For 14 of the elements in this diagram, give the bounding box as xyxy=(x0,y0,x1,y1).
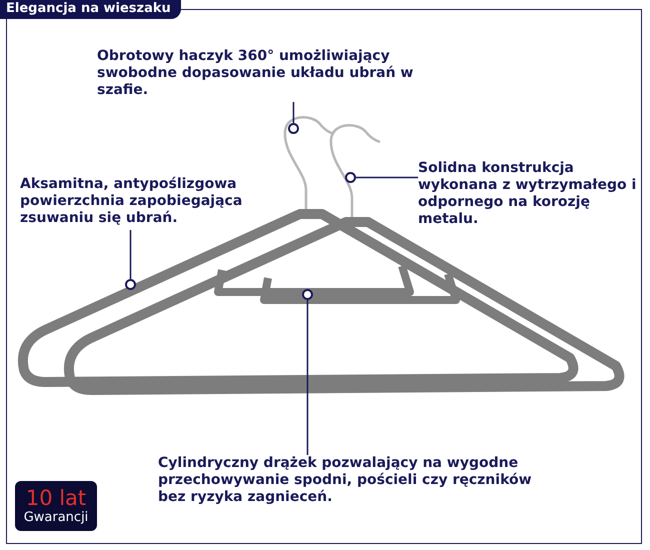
leader-line xyxy=(356,176,418,178)
leader-dot xyxy=(288,123,299,134)
leader-line xyxy=(292,102,294,123)
callout-text: Obrotowy haczyk 360° umożliwiający swobodne dopasowanie układu ubrań w szafie. xyxy=(97,48,427,102)
callout-text: Solidna konstrukcja wykonana z wytrzymałego i odpornego na korozję metalu. xyxy=(418,160,646,230)
title: Elegancja na wieszaku xyxy=(0,0,181,19)
leader-dot xyxy=(345,172,356,183)
leader-line xyxy=(306,300,308,455)
leader-dot xyxy=(125,279,136,290)
callout-text: Aksamitna, antypoślizgowa powierzchnia zapobiegająca zsuwaniu się ubrań. xyxy=(20,176,256,230)
warranty-years: 10 lat xyxy=(26,486,86,510)
warranty-badge xyxy=(15,481,97,531)
warranty-label: Gwarancji xyxy=(24,510,88,526)
callout-text: Cylindryczny drążek pozwalający na wygodne przechowywanie spodni, pościeli czy ręczników bez ryzyka zagnieceń. xyxy=(158,455,558,509)
